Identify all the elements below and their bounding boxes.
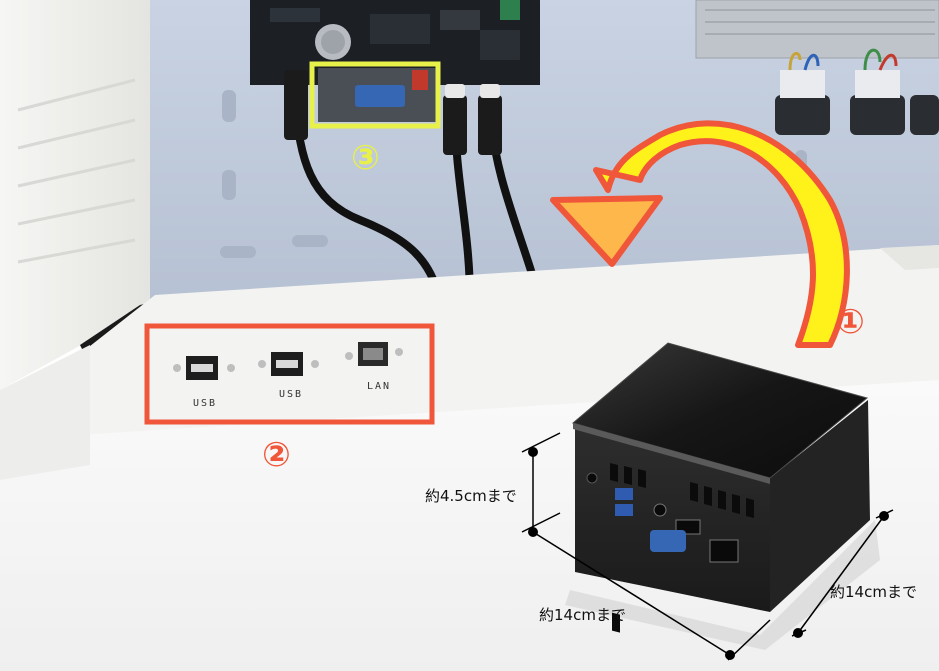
mini-pc	[565, 342, 880, 650]
step-number-3: ③	[351, 138, 380, 178]
mounting-slots	[220, 90, 807, 258]
connector-highlight	[309, 61, 441, 129]
lan-port-icon	[345, 342, 403, 366]
port-panel-highlight	[144, 323, 435, 425]
dimension-length-label: 約14cmまで	[539, 606, 626, 624]
usb-port-icon	[258, 352, 319, 376]
step-number-2: ②	[262, 435, 291, 475]
step-arrow-icon	[550, 120, 850, 348]
metal-cover	[695, 0, 939, 59]
port-label-usb-1: USB	[193, 398, 218, 409]
internal-connector	[318, 68, 436, 122]
step-number-1: ①	[836, 302, 865, 342]
port-label-lan: LAN	[367, 381, 392, 392]
dimension-marker-icon	[528, 447, 889, 660]
dimension-height-label: 約4.5cmまで	[425, 487, 517, 505]
terminal-blocks	[775, 48, 939, 135]
enclosure-door	[0, 0, 150, 390]
port-label-usb-2: USB	[279, 389, 304, 400]
usb-port-icon	[173, 356, 235, 380]
dimension-width-label: 約14cmまで	[830, 583, 917, 601]
